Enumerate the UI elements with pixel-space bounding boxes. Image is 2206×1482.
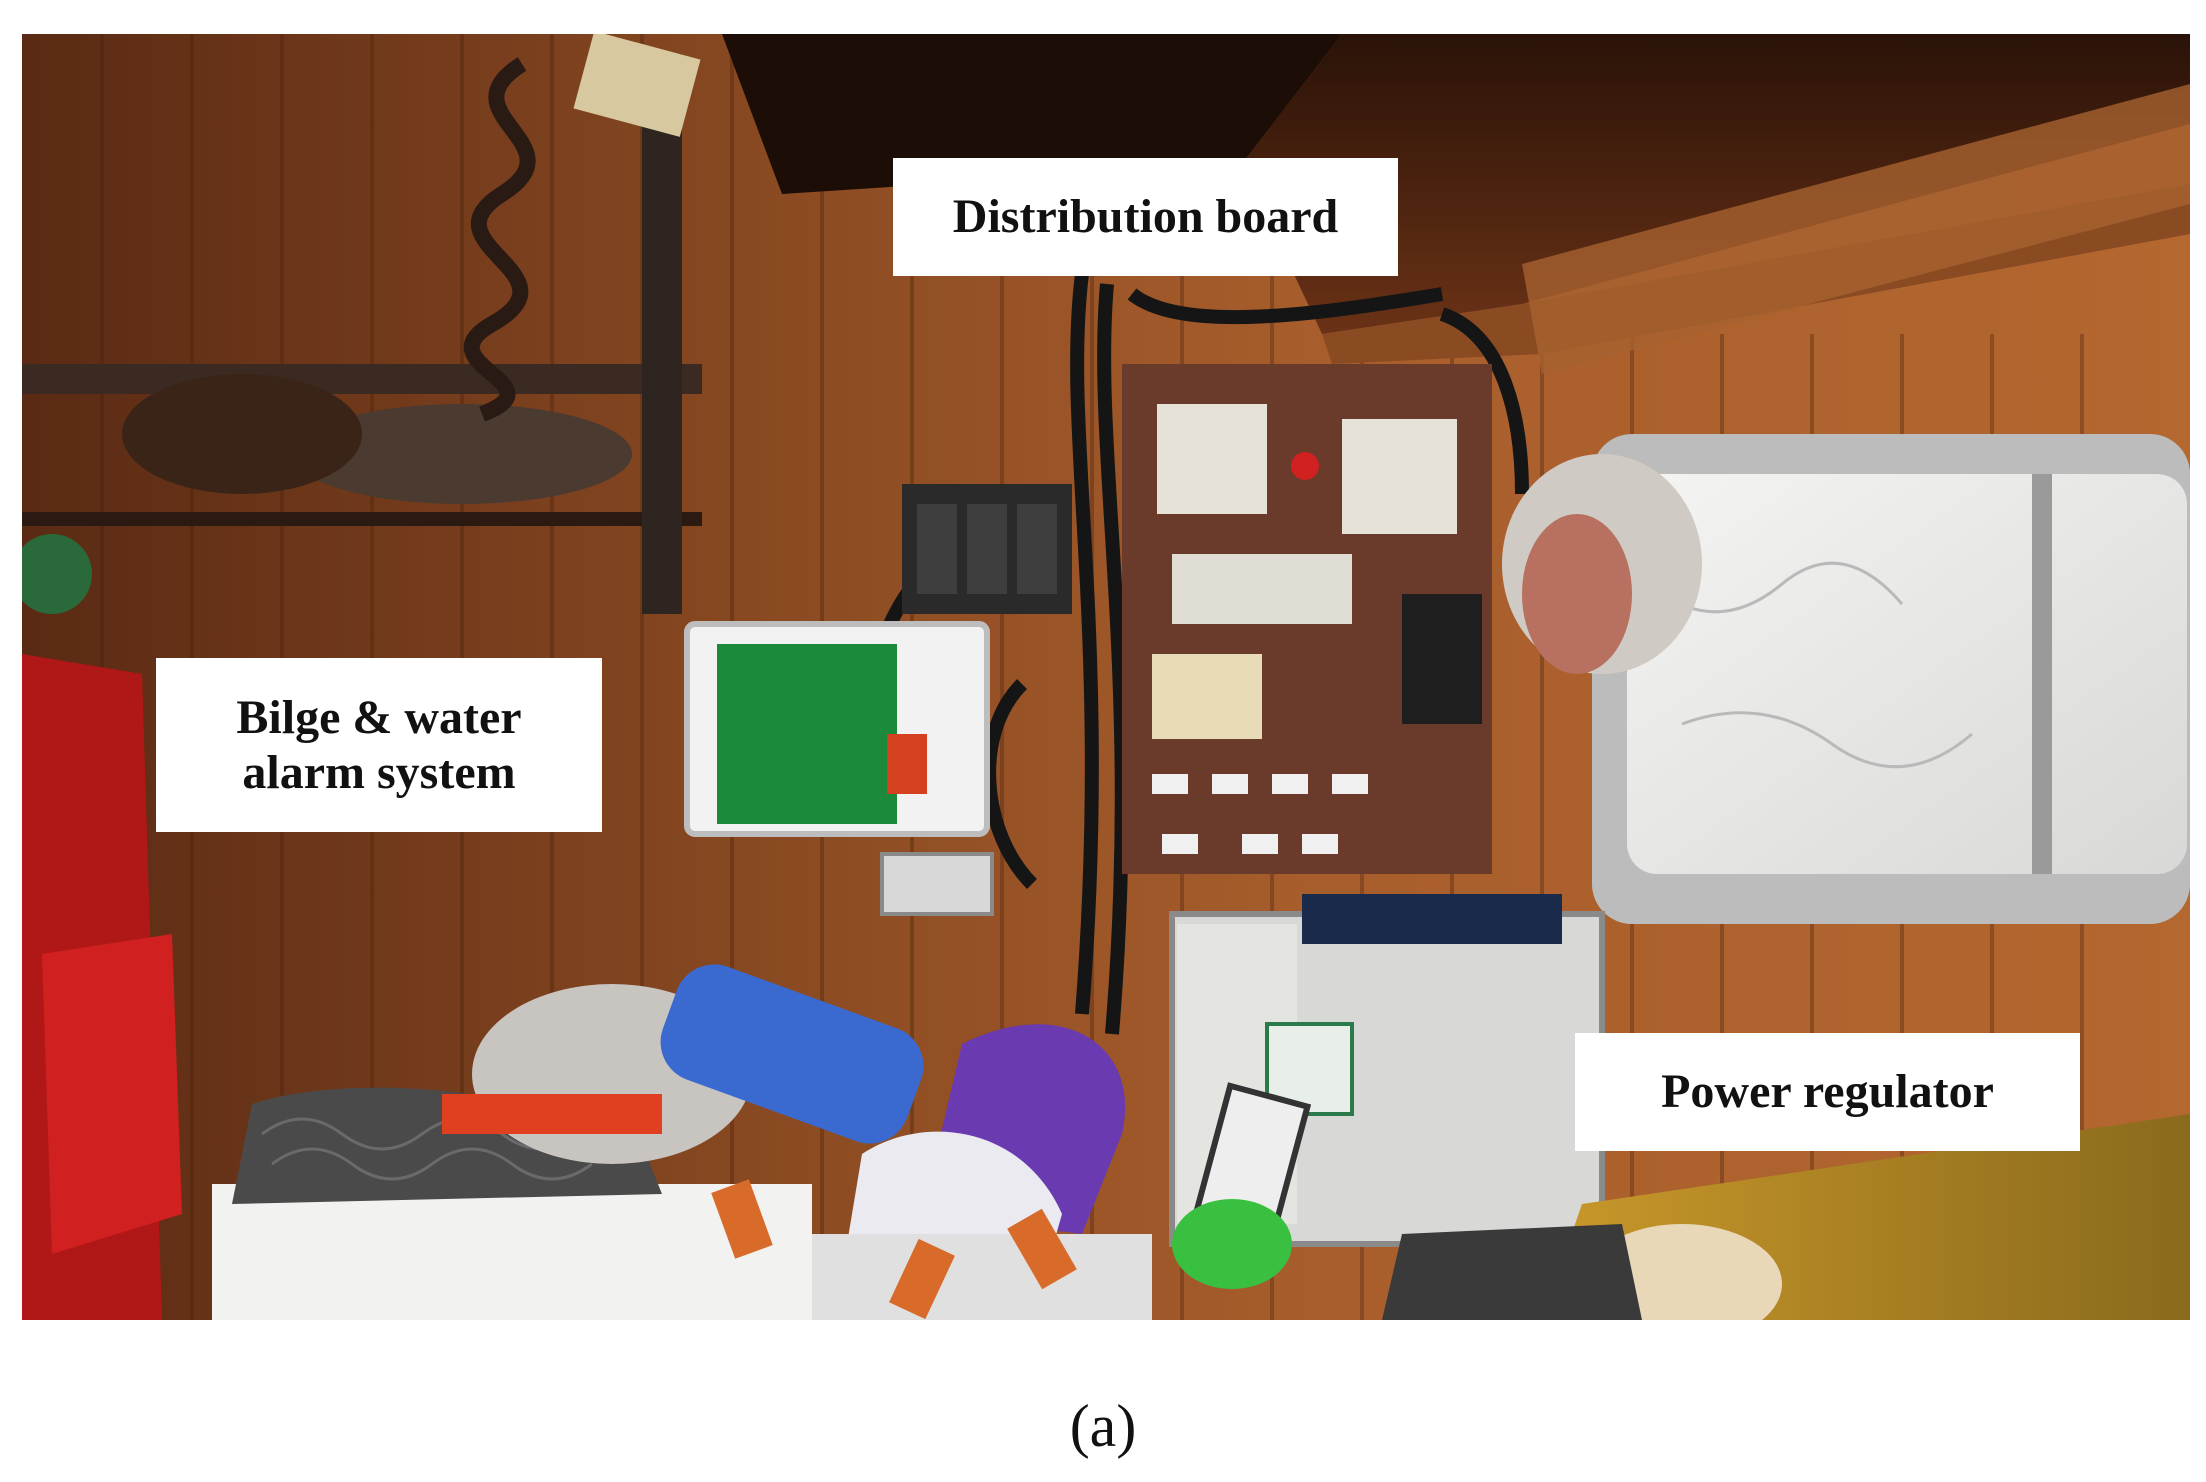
label-power-regulator: Power regulator [1575, 1033, 2080, 1151]
label-bilge-water-alarm-system: Bilge & water alarm system [156, 658, 602, 832]
label-distribution-board: Distribution board [893, 158, 1398, 276]
figure-caption: (a) [1069, 1393, 1137, 1459]
